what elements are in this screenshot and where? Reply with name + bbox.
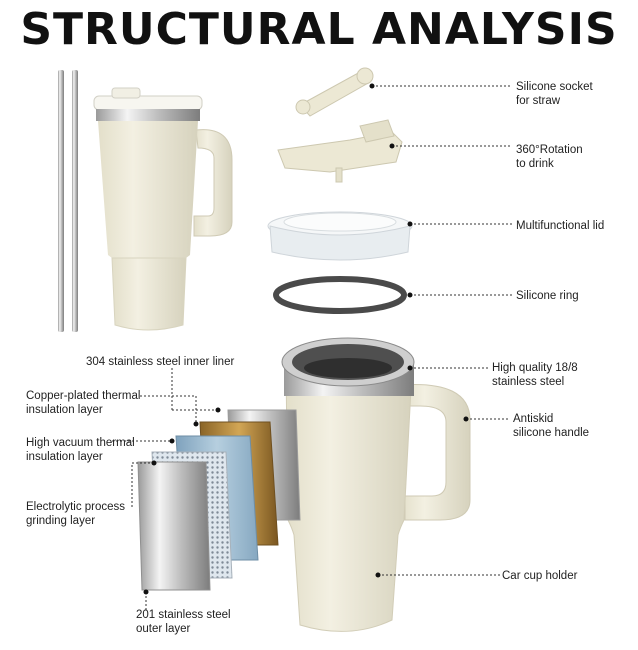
label-antiskid-handle: Antiskid silicone handle <box>513 413 590 439</box>
rotation-cap-illustration <box>277 119 403 183</box>
label-multifunctional-lid: Multifunctional lid <box>516 220 605 232</box>
label-car-cup-holder: Car cup holder <box>502 570 578 582</box>
lid-illustration <box>267 211 413 261</box>
label-copper-plated-layer: Copper-plated thermal insulation layer <box>26 390 141 416</box>
main-tumbler-illustration <box>281 337 471 632</box>
label-silicone-ring: Silicone ring <box>516 290 579 302</box>
leader-dots <box>143 83 469 595</box>
silicone-socket-illustration <box>295 67 374 117</box>
straw-illustration <box>58 70 78 332</box>
label-silicone-socket: Silicone socket for straw <box>516 81 593 107</box>
label-high-quality-steel: High quality 18/8 stainless steel <box>492 362 578 388</box>
label-rotation: 360°Rotation to drink <box>516 144 583 170</box>
label-201-outer-layer: 201 stainless steel outer layer <box>136 609 231 635</box>
layer-201-outer <box>137 461 211 591</box>
label-grinding-layer: Electrolytic process grinding layer <box>26 501 126 527</box>
diagram-title: STRUCTURAL ANALYSIS <box>20 4 618 55</box>
leader-lines <box>112 85 512 612</box>
silicone-ring-illustration <box>273 276 407 314</box>
assembled-tumbler-illustration <box>93 87 233 331</box>
label-vacuum-layer: High vacuum thermal insulation layer <box>26 437 135 463</box>
label-304-inner-liner: 304 stainless steel inner liner <box>86 356 235 368</box>
